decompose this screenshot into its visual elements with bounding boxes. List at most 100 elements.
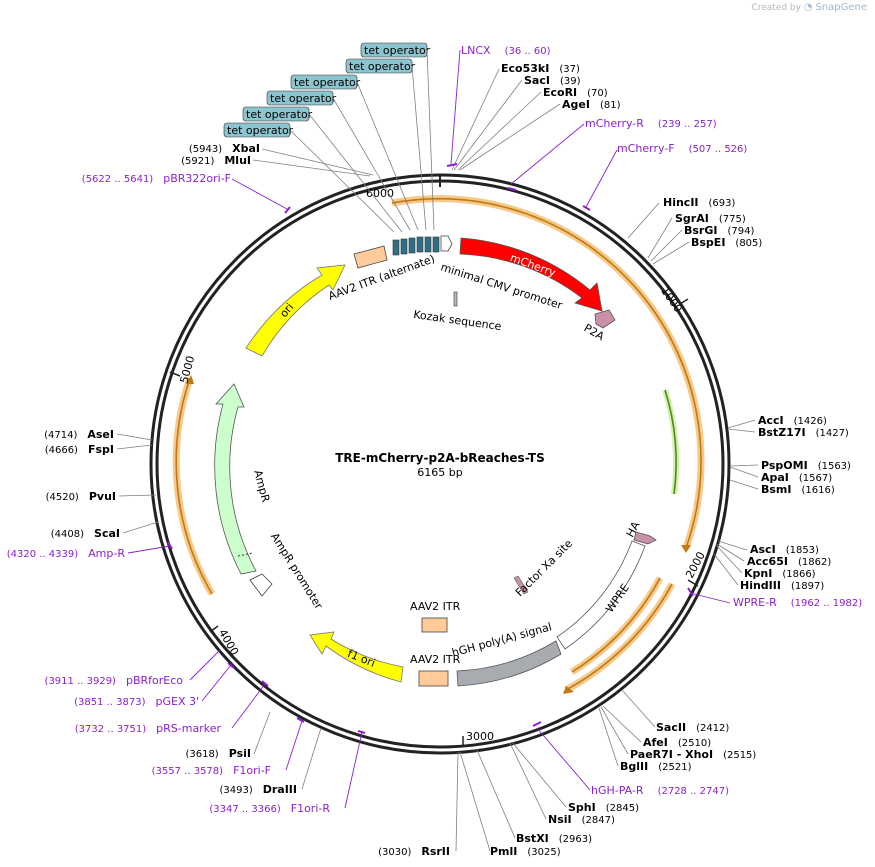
tet-operator-box [392,239,400,256]
site-nsii: NsiI(2847) [548,813,615,826]
orf-arrowhead-3 [563,686,574,694]
ha-feature [633,531,657,545]
site-psii: (3618)PsiI [185,747,251,760]
tet-operator-box [400,238,408,255]
leader-line [116,444,153,450]
primer-f1ori-f: (3557 .. 3578)F1ori-F [152,764,271,777]
leader-line [511,741,567,808]
site-saci: SacI(39) [524,74,581,87]
site-rsrii: (3030)RsrII [378,845,450,858]
site-acc65i: Acc65I(1862) [747,555,831,568]
ampr-promoter-feature [249,573,273,597]
tick-marks [169,175,699,746]
leader-line [116,433,153,441]
site-asei: (4714)AseI [44,428,114,441]
tet-operator-label: tet operator [246,108,313,121]
primer-pbr322ori-f: (5622 .. 5641)pBR322ori-F [82,172,231,185]
primer-binding-mark [284,206,291,214]
leader-line [598,707,619,767]
site-agei: AgeI(81) [562,98,621,111]
f1-ori-feature [309,631,404,683]
ampr-feature [214,383,257,575]
leader-line [729,464,759,467]
primer-leader-line [285,720,303,771]
aav2-itr-label-2: AAV2 ITR [410,653,461,666]
hgh-polya-feature [456,640,562,687]
primer-binding-mark [227,662,235,669]
tet-operator-label: tet operator [227,124,294,137]
tick-label-3000: 3000 [466,730,494,743]
leader-line [647,217,673,259]
aav2-itr-feature [421,617,448,633]
leader-line [426,49,435,231]
primer-mcherry-f: mCherry-F(507 .. 526) [617,142,747,155]
primer-amp-r: (4320 .. 4339)Amp-R [7,547,126,560]
leader-line [253,711,271,755]
aav2-itr-feature-2 [418,670,449,687]
primers: LNCX(36 .. 60) mCherry-R(239 .. 257) mCh… [7,44,862,815]
site-apai: ApaI(1567) [761,471,832,484]
tet-operator-label: tet operator [349,60,416,73]
credit-brand: SnapGene [815,2,867,13]
leader-line [356,81,419,231]
primer-leader-line [231,178,288,210]
site-bglii: BglII(2521) [620,760,692,773]
tet-operator-box [424,236,432,253]
tet-operator-label: tet operator [364,44,431,57]
leader-line [308,113,403,233]
orf-arrow-3 [565,583,673,691]
primer-leader-line [536,727,591,791]
primer-leaders [127,49,731,809]
primer-leader-line [585,149,618,208]
leader-line [650,229,683,262]
tick-label-5000: 5000 [178,354,198,384]
site-bsmi: BsmI(1616) [761,483,835,496]
leader-line [600,706,629,755]
tet-operator-box [408,237,416,254]
leader-line [717,540,748,551]
p2a-feature [594,309,616,329]
leader-line [715,544,743,574]
leader-line [727,428,756,433]
mcherry-feature [459,237,603,312]
leader-line [729,479,759,490]
leader-line [261,148,374,176]
site-xbai: (5943)XbaI [189,142,260,155]
leader-line [118,494,157,497]
leader-line [476,749,516,839]
ori-feature [245,264,346,357]
tick-5000 [169,371,181,377]
site-bsrgi: BsrGI(794) [684,224,754,237]
primer-leader-line [231,683,266,729]
restriction-site-leaders [116,68,759,852]
orf-arrow-4 [175,377,213,595]
ampr-label: AmpR [251,469,272,504]
site-bstz17i: BstZ17I(1427) [758,426,849,439]
minimal-cmv-promoter-feature [440,235,453,252]
aav2-itr-alternate-feature [353,245,388,269]
leader-line [411,65,427,231]
aav2-itr-label-1: AAV2 ITR [410,600,461,613]
primer-leader-line [689,592,731,604]
site-acci: AccI(1426) [758,414,827,427]
primer-binding-mark [507,187,517,191]
primer-leader-line [510,123,585,185]
site-bstxi: BstXI(2963) [516,832,592,845]
restriction-sites: Eco53kI(37) SacI(39) EcoRI(70) AgeI(81) … [44,62,851,858]
primer-binding-mark [687,587,694,597]
leader-line [627,202,660,239]
leader-line [459,103,561,171]
tet-operator-label: tet operator [294,76,361,89]
primer-wpre-r: WPRE-R(1962 .. 1982) [733,596,862,609]
leader-line [457,91,542,171]
leader-line [713,553,739,586]
leader-line [652,241,690,265]
wpre-feature [556,540,646,650]
orf-arrowhead-4 [186,375,194,384]
site-ecori: EcoRI(70) [543,86,608,99]
snapgene-credit: Created by ◔ SnapGene [751,2,867,13]
site-mlui: (5921)MluI [181,154,251,167]
primer-binding-mark [582,205,591,211]
leader-line [509,742,547,820]
site-kpni: KpnI(1866) [744,567,816,580]
